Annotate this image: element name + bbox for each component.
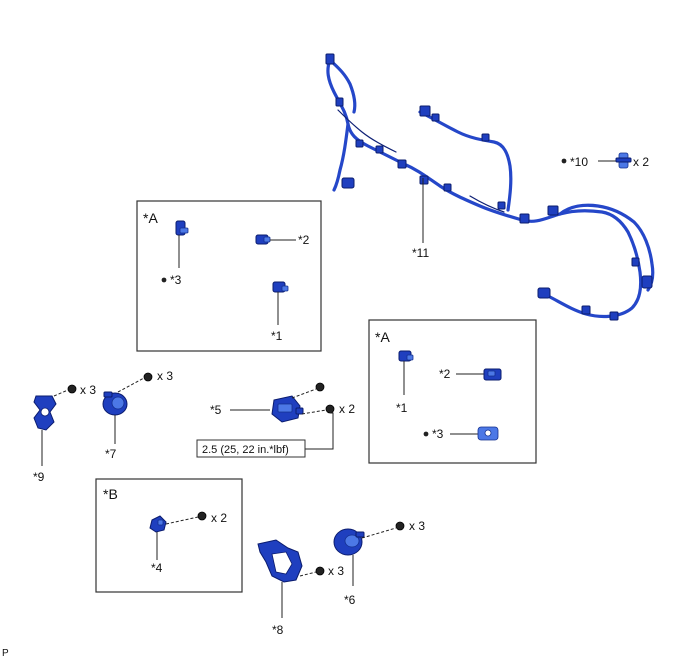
dashed-line-8 [299, 571, 317, 577]
label-part-1-right: *1 [396, 401, 408, 415]
clip-part-10 [615, 152, 632, 169]
sensor-part-3-right [477, 426, 499, 441]
bolt-5a [315, 382, 325, 392]
label-part-4: *4 [151, 561, 163, 575]
dashed-line-7 [117, 377, 145, 393]
torque-spec: 2.5 (25, 22 in.*lbf) [202, 444, 289, 456]
wire-harness [325, 53, 655, 321]
label-part-6: *6 [344, 593, 356, 607]
box-a-left-label: *A [143, 210, 158, 226]
bolt-5b [325, 404, 335, 414]
box-b-label: *B [103, 486, 118, 502]
dashed-line-5a [291, 388, 317, 399]
bracket-part-1-right [398, 350, 414, 362]
horn-part-7 [102, 391, 128, 416]
quantity-5: x 2 [339, 402, 355, 416]
box-a-left [136, 200, 322, 352]
bracket-part-8 [257, 539, 303, 583]
bullet-dot [423, 431, 429, 437]
label-part-9: *9 [33, 470, 45, 484]
label-part-8: *8 [272, 623, 284, 637]
dashed-line-9 [53, 389, 69, 397]
label-part-7: *7 [105, 447, 117, 461]
quantity-8: x 3 [328, 564, 344, 578]
bolt-9 [67, 384, 77, 394]
label-part-2-right: *2 [439, 367, 451, 381]
dashed-line-4 [165, 516, 199, 525]
label-part-5: *5 [210, 403, 222, 417]
quantity-7: x 3 [157, 369, 173, 383]
label-part-10: *10 [570, 155, 588, 169]
box-b [95, 478, 243, 593]
footer-code: P [2, 648, 9, 658]
dashed-line-6 [361, 527, 397, 539]
torque-box [196, 439, 306, 458]
bracket-part-1-left [272, 281, 289, 293]
horn-part-6 [333, 528, 365, 556]
box-a-right [368, 319, 537, 464]
bolt-8 [315, 566, 325, 576]
quantity-9: x 3 [80, 383, 96, 397]
label-part-3-left: *3 [170, 273, 182, 287]
dashed-line-5b [301, 409, 327, 415]
torque-leader [305, 412, 334, 450]
quantity-4: x 2 [211, 511, 227, 525]
quantity-10: x 2 [633, 155, 649, 169]
bolt-7 [143, 372, 153, 382]
box-a-right-label: *A [375, 329, 390, 345]
bolt-6 [395, 521, 405, 531]
label-part-3-right: *3 [432, 427, 444, 441]
sensor-part-3-left [175, 220, 189, 236]
bracket-part-4 [149, 515, 167, 533]
label-part-1-left: *1 [271, 329, 283, 343]
bracket-part-9 [33, 395, 57, 431]
bullet-dot [561, 158, 567, 164]
bolt-4 [197, 511, 207, 521]
bullet-dot [161, 277, 167, 283]
label-part-2-left: *2 [298, 233, 310, 247]
label-part-11: *11 [412, 246, 429, 260]
control-unit-part-5 [271, 395, 304, 423]
connector-part-2-right [483, 368, 502, 381]
quantity-6: x 3 [409, 519, 425, 533]
connector-part-2-left [255, 234, 271, 245]
